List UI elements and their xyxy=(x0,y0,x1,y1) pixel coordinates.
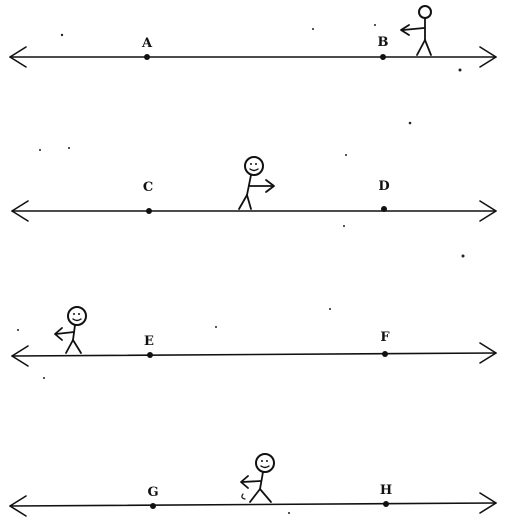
stick-figure-2 xyxy=(239,157,274,209)
point-c-label: C xyxy=(143,180,153,195)
speck xyxy=(39,149,41,151)
stick-figure-1 xyxy=(401,6,431,55)
number-line-1: A B xyxy=(10,6,496,67)
figure-4-foot-mark xyxy=(242,494,245,499)
figure-4-eye-left xyxy=(261,460,263,462)
number-line-2: C D xyxy=(12,157,496,221)
figure-3-leg-right xyxy=(73,340,81,353)
point-b-label: B xyxy=(378,35,389,50)
speck xyxy=(345,154,347,156)
speck xyxy=(312,28,314,30)
point-d-label: D xyxy=(378,179,389,194)
line-3-axis xyxy=(12,353,496,356)
speck xyxy=(374,24,376,26)
speck xyxy=(329,308,331,310)
speck xyxy=(409,122,412,125)
figure-2-leg-left xyxy=(239,195,247,209)
number-line-4: G H xyxy=(10,454,496,516)
speck xyxy=(43,377,45,379)
figure-2-eye-right xyxy=(255,163,257,165)
point-f-label: F xyxy=(380,330,390,345)
figure-4-leg-left xyxy=(250,489,260,502)
point-d-dot xyxy=(381,206,387,212)
speck xyxy=(288,512,290,514)
speck xyxy=(68,147,70,149)
figure-4-leg-right xyxy=(260,489,271,502)
line-4-axis xyxy=(10,503,496,506)
point-e-dot xyxy=(147,352,153,358)
figure-1-head xyxy=(419,6,431,18)
point-g-label: G xyxy=(147,485,158,500)
figure-2-leg-right xyxy=(247,195,251,209)
figure-3-head xyxy=(68,307,86,325)
figure-2-body xyxy=(247,175,251,195)
figure-1-leg-left xyxy=(417,40,425,55)
figure-4-mouth xyxy=(261,466,269,468)
figure-3-eye-left xyxy=(73,313,75,315)
speck xyxy=(343,225,345,227)
point-h-dot xyxy=(383,501,389,507)
stick-figure-4 xyxy=(241,454,274,502)
speck xyxy=(17,329,19,331)
figure-1-leg-right xyxy=(425,40,431,55)
figure-2-head xyxy=(245,157,263,175)
figure-3-leg-left xyxy=(66,340,73,353)
point-e-label: E xyxy=(144,334,154,349)
figure-2-eye-left xyxy=(250,163,252,165)
point-g-dot xyxy=(150,503,156,509)
point-c-dot xyxy=(146,208,152,214)
figure-3-mouth xyxy=(73,319,81,321)
figure-4-arm xyxy=(242,481,261,482)
speck xyxy=(215,326,217,328)
point-a-label: A xyxy=(141,36,153,51)
figure-4-head xyxy=(256,454,274,472)
speck xyxy=(459,69,462,72)
speck xyxy=(462,255,465,258)
figure-1-arm xyxy=(403,28,424,30)
point-a-dot xyxy=(144,54,150,60)
figure-4-eye-right xyxy=(266,460,268,462)
point-f-dot xyxy=(382,351,388,357)
point-h-label: H xyxy=(380,483,392,498)
figure-3-eye-right xyxy=(78,313,80,315)
scan-specks xyxy=(17,24,465,514)
number-line-3: E F xyxy=(12,307,496,366)
stick-figure-3 xyxy=(55,307,86,353)
point-b-dot xyxy=(380,54,386,60)
figure-2-mouth xyxy=(250,169,258,171)
speck xyxy=(61,34,63,36)
figure-3-arm xyxy=(56,332,74,334)
